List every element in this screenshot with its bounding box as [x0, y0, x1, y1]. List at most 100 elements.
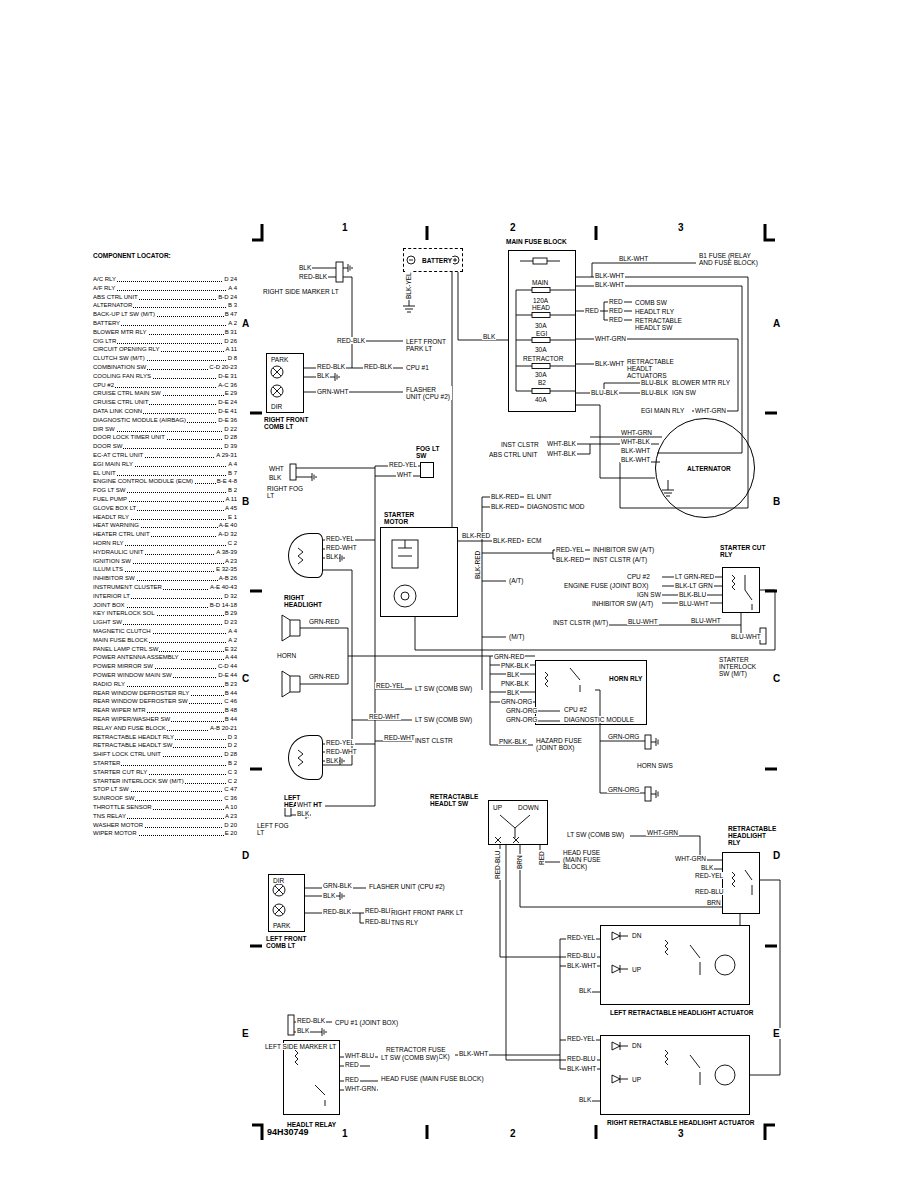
component-name: RETRACTABLE HEADLIGHT RLY: [727, 825, 781, 846]
wire-connector: [520, 845, 722, 907]
wire-label: BLK-RED: [461, 532, 491, 539]
wire-label: GRN-RED: [493, 653, 525, 660]
headlight-lamp: LEFT HEADLIGHT: [288, 735, 323, 780]
terminal-label: DOWN: [517, 804, 540, 811]
ground-symbol: [340, 892, 344, 900]
wire-label: BLU-WHT: [627, 618, 659, 625]
wire-label: BLU-WHT: [678, 600, 710, 607]
wire-label: BLK: [316, 372, 330, 379]
grid-reference: A 38-39: [215, 549, 238, 556]
ground-symbol: [335, 373, 339, 381]
component-entry: POWER ANTENNA ASSEMBLY: [92, 654, 180, 661]
grid-marker: B: [240, 496, 251, 507]
frame-mark: [250, 224, 777, 1140]
component-name: ALTERNATOR: [686, 465, 732, 472]
component-entry: DIR SW: [92, 426, 116, 433]
wire-label: BRN: [706, 899, 722, 906]
wire-label: LT SW (COMB SW): [414, 716, 473, 723]
grid-reference: E 32-35: [215, 566, 238, 573]
component-symbol: [398, 540, 412, 556]
component-symbol: [495, 815, 530, 843]
comb-light-box: PARKDIRRIGHT FRONT COMB LT: [266, 353, 304, 413]
grid-reference: B-D 24: [217, 294, 238, 301]
wire-label: RIGHT FOG LT: [266, 485, 304, 499]
grid-reference: D-E 31: [217, 373, 238, 380]
component-symbol: [612, 1042, 620, 1083]
wire-label: GRN-ORG: [500, 698, 533, 705]
component-symbol: [620, 1046, 700, 1085]
wire-label: BLK: [506, 689, 520, 696]
grid-marker: 1: [340, 1128, 350, 1139]
wire: [291, 261, 760, 1101]
grid-marker: C: [771, 673, 782, 684]
component-symbol: [612, 932, 620, 973]
wire-label: BLU-BLK: [640, 389, 669, 396]
grid-reference: A 44: [224, 654, 238, 661]
frame-mark: [250, 413, 777, 946]
grid-marker: 3: [676, 222, 686, 233]
grid-marker: D: [240, 850, 251, 861]
grid-reference: E 32: [224, 646, 238, 653]
wire-label: LEFT SIDE MARKER LT: [264, 1043, 337, 1050]
wire-label: RED-YEL: [388, 461, 418, 468]
component-entry: FOG LT SW: [92, 487, 126, 494]
wire-label: WHT-GRN: [674, 855, 707, 862]
wire-label: RED-BLU: [694, 888, 725, 895]
wire-label: LT SW (COMB SW): [414, 685, 473, 692]
grid-reference: D 26: [223, 338, 238, 345]
actuator-box: DNUPLEFT RETRACTABLE HEADLIGHT ACTUATOR: [600, 925, 750, 1005]
wire-label: BLK-WHT: [620, 447, 651, 454]
component-entry: WIPER MOTOR: [92, 830, 138, 837]
grid-reference: A 11: [224, 496, 238, 503]
connector-box: FOG LT SW: [420, 462, 434, 478]
wire-label: MAIN: [531, 279, 549, 286]
wire-label: RED-WHT: [368, 713, 401, 720]
component-name: HORN RLY: [608, 675, 643, 682]
wire-connector: [750, 880, 780, 1075]
frame-mark: [252, 224, 775, 1140]
component-entry: DATA LINK CONN: [92, 408, 143, 415]
component-entry: BACK-UP LT SW (M/T): [92, 311, 156, 318]
component-entry: A/F RLY: [92, 285, 116, 292]
component-name: RIGHT FRONT COMB LT: [263, 416, 315, 430]
component-entry: SHIFT LOCK CTRL UNIT: [92, 751, 162, 758]
component-entry: GLOVE BOX LT: [92, 505, 137, 512]
component-symbol: [732, 870, 752, 895]
wire-connector: [506, 845, 600, 1060]
component-entry: INSTRUMENT CLUSTER: [92, 584, 163, 591]
wire-label: ECM: [526, 537, 542, 544]
wire-label: GRN-ORG: [607, 733, 640, 740]
wire-label: WHT-BLK: [546, 450, 577, 457]
grid-reference: B 47: [224, 311, 238, 318]
frame-mark: [427, 226, 596, 1139]
wire: [516, 261, 576, 391]
wire-label: EGI MAIN RLY: [640, 407, 685, 414]
grid-reference: C 47: [223, 786, 238, 793]
wire-label: EL UNIT: [526, 493, 553, 500]
grid-reference: A 11: [224, 346, 238, 353]
wire-label: RED: [344, 1076, 360, 1083]
wire-label: RED-BLK: [363, 363, 393, 370]
component-symbol: [532, 389, 550, 394]
wire-label: WHT: [268, 465, 285, 472]
component-symbol: [533, 258, 547, 264]
wire-label: 30A: [534, 322, 548, 329]
component-symbol: [532, 313, 550, 318]
grid-marker: A: [771, 318, 782, 329]
component-entry: HEAT WARNING: [92, 522, 140, 529]
headlight-lamp: RIGHT HEADLIGHT: [288, 533, 323, 578]
wire-label: RED-BLU: [566, 1055, 597, 1062]
grid-reference: C 2: [227, 540, 238, 547]
wire-label: RETRACTABLE HEADLT ACTUATORS: [626, 358, 688, 379]
wire-label: INST CLSTR (M/T): [552, 619, 609, 626]
wire-label: GRN-RED: [308, 618, 340, 625]
wire-label: RED: [538, 850, 545, 866]
relay-box: STARTER CUT RLY: [722, 567, 760, 613]
wire: [576, 263, 748, 508]
component-entry: REAR WINDOW DEFROSTER SW: [92, 698, 189, 705]
component-name: STARTER MOTOR: [383, 511, 425, 525]
grid-reference: A 4: [227, 628, 238, 635]
component-symbol: [290, 464, 296, 480]
component-entry: ILLUM LTS: [92, 566, 124, 573]
wire-label: BLK-WHT: [458, 1050, 489, 1057]
